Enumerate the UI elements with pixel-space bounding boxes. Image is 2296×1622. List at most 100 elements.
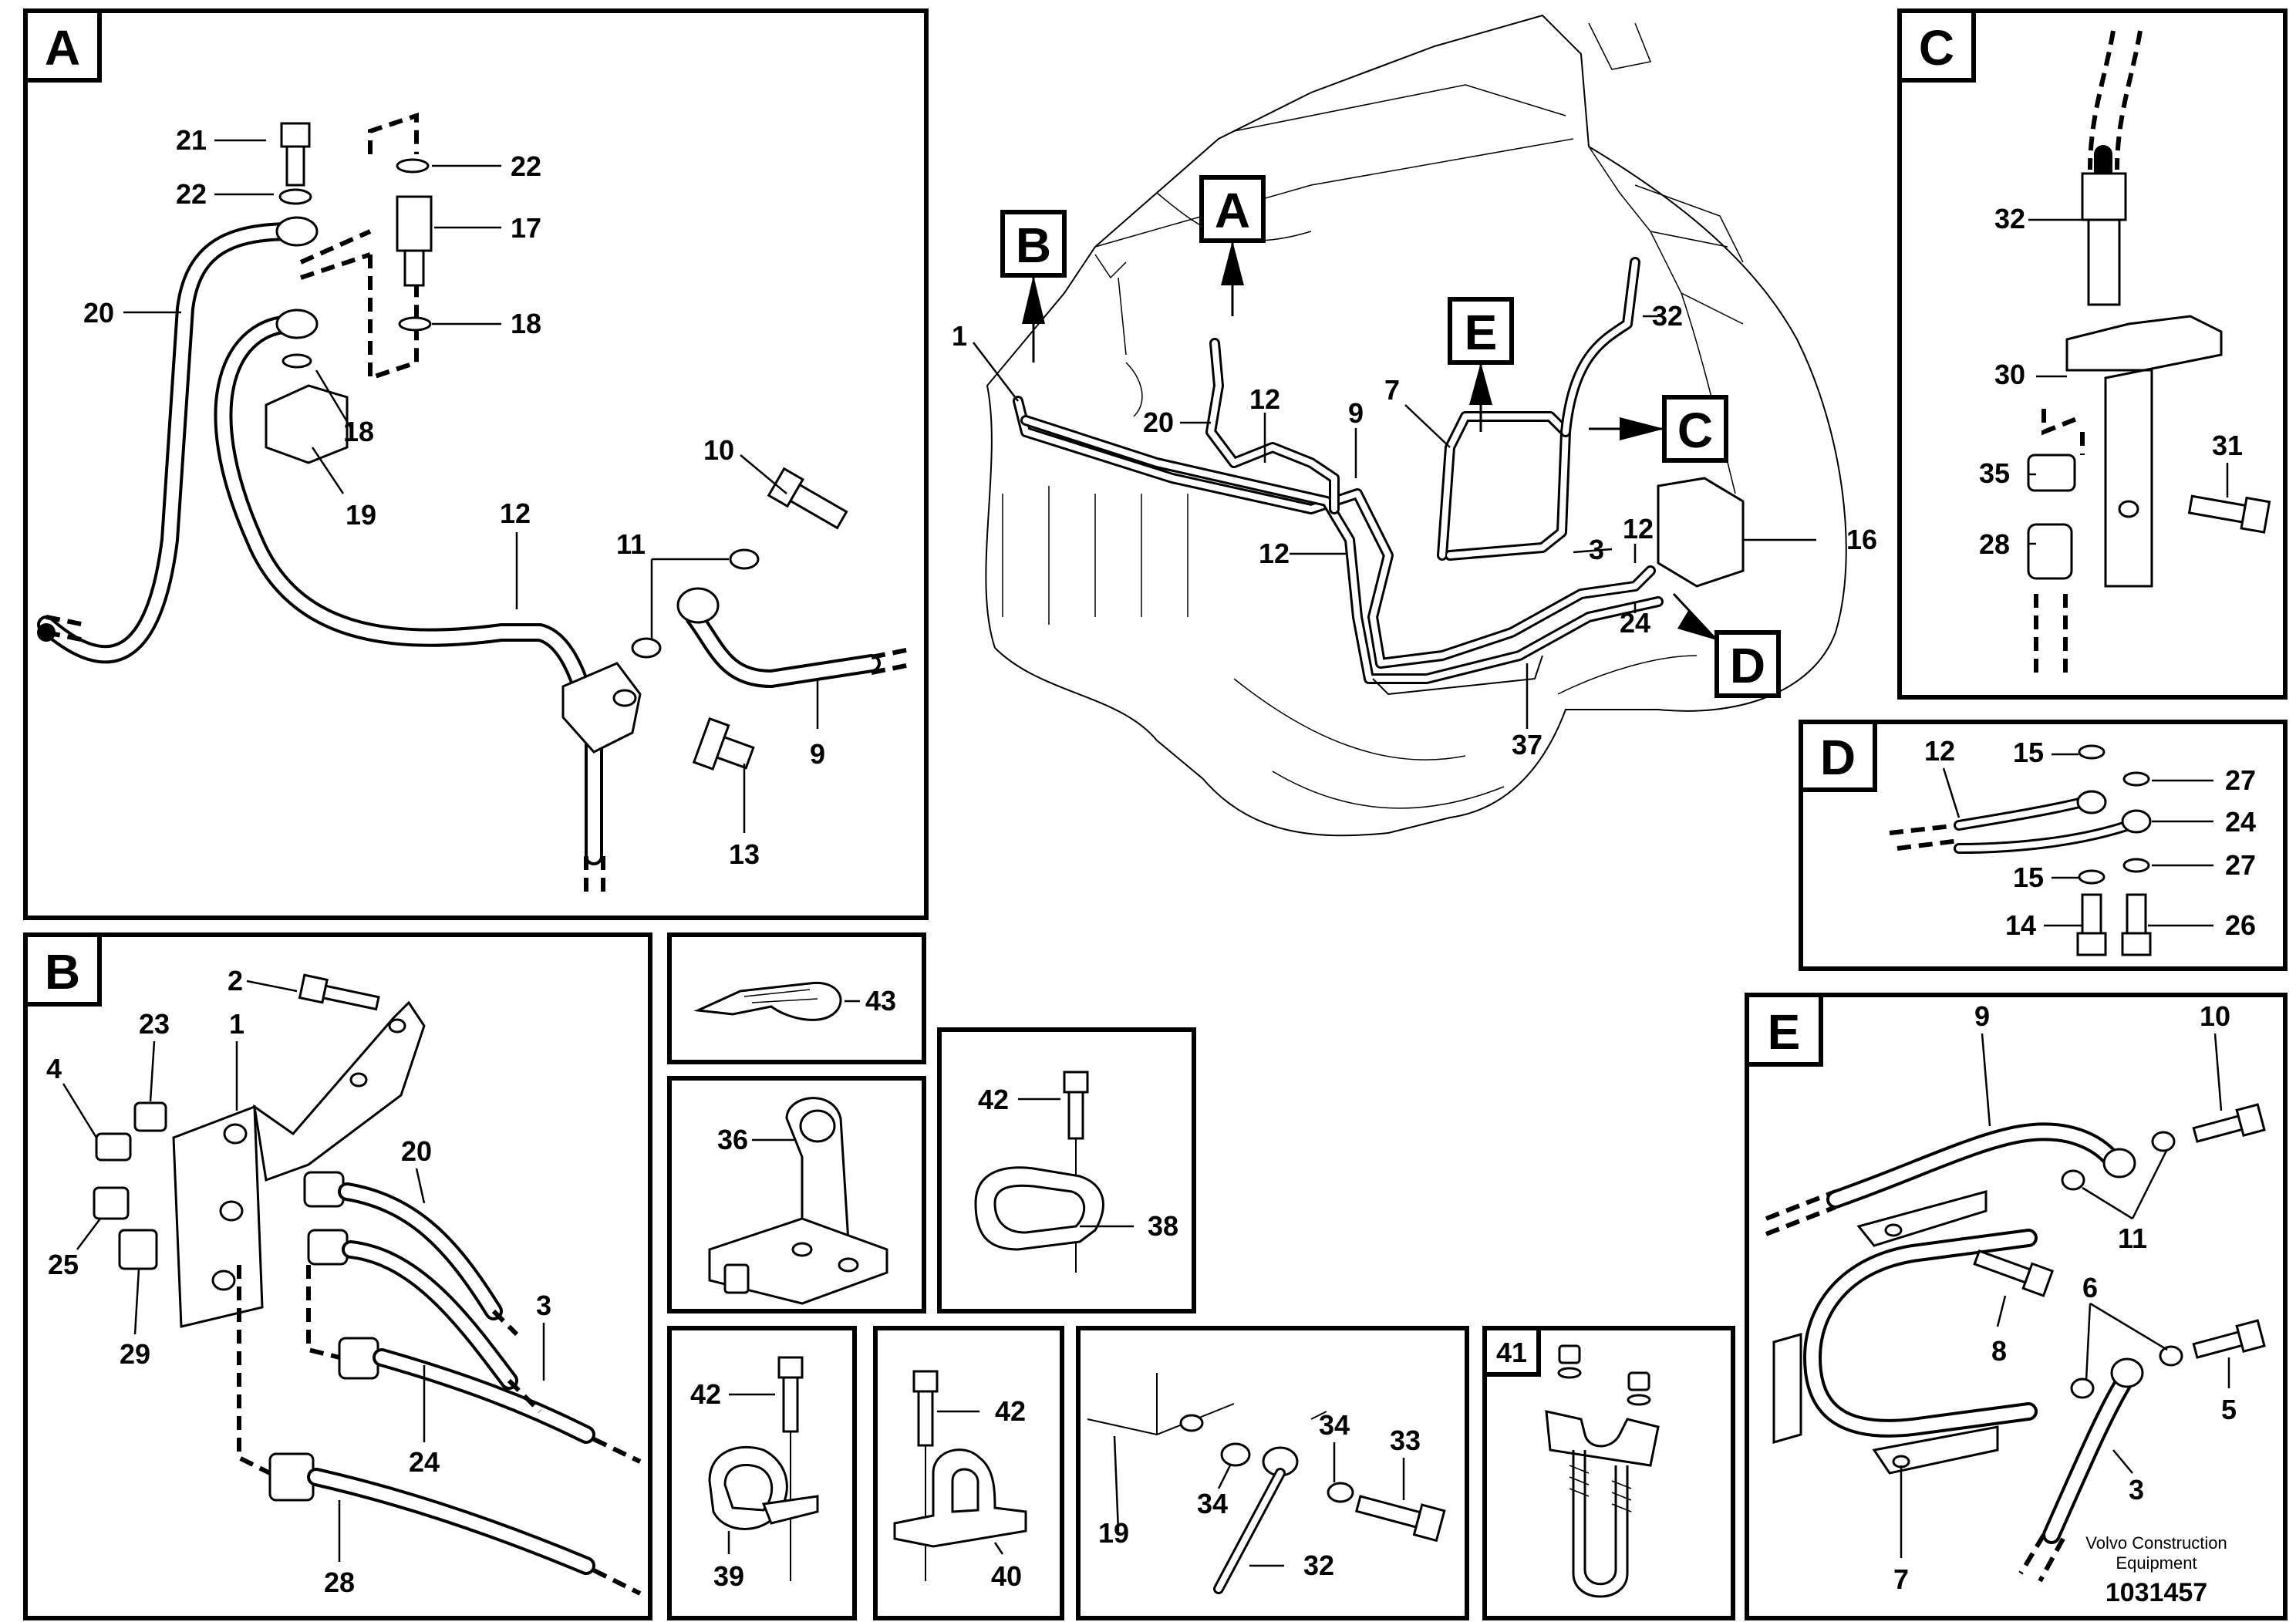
label-a-21: 21 (176, 124, 207, 156)
panel-e: E (1745, 993, 2288, 1620)
spacer-17 (396, 195, 433, 252)
panel-b-letter: B (45, 944, 80, 1000)
panel-41: 41 (1482, 1326, 1735, 1620)
label-main-32: 32 (1652, 300, 1683, 332)
label-40-42: 42 (995, 1395, 1026, 1427)
label-b-23: 23 (139, 1008, 170, 1040)
panel-c-letter: C (1919, 20, 1954, 76)
label-e-9: 9 (1974, 1000, 1990, 1032)
washer-18b (282, 353, 312, 369)
p32-washer-34b (1327, 1482, 1354, 1503)
label-main-12: 12 (1249, 383, 1280, 415)
e-bolt-5 (2192, 1319, 2266, 1359)
label-32-32: 32 (1303, 1549, 1334, 1581)
label-c-28: 28 (1979, 528, 2010, 560)
label-main-1: 1 (952, 320, 967, 352)
label-39: 39 (713, 1560, 744, 1592)
b-fitting-20b (307, 1229, 349, 1266)
label-main-3: 3 (1589, 534, 1604, 565)
panel-e-tag (1745, 993, 1823, 1067)
callout-b: B (1016, 218, 1051, 273)
label-a-10: 10 (703, 434, 734, 466)
panel-39: 42 39 (667, 1326, 857, 1620)
e-bracket-side (1772, 1333, 1802, 1444)
e-banjo-3 (2110, 1357, 2144, 1388)
pipe-20-inner (40, 225, 299, 661)
label-c-35: 35 (1979, 457, 2010, 489)
label-d-26: 26 (2225, 909, 2256, 941)
panel-c-tag (1897, 8, 1976, 83)
main-pipe-e-outer (1437, 411, 1571, 561)
d-washer-15b (2078, 869, 2106, 885)
callout-c-box (1662, 395, 1728, 463)
d-banjo-1 (2076, 790, 2107, 814)
label-a-20: 20 (83, 297, 114, 329)
label-a-11: 11 (616, 528, 646, 560)
label-32-34b: 34 (1197, 1488, 1228, 1519)
label-main-12c: 12 (1623, 513, 1654, 545)
label-main-9: 9 (1348, 397, 1364, 429)
e-bolt-8 (1973, 1249, 2055, 1297)
brand-credit-line1: Volvo Construction (2085, 1533, 2227, 1553)
b-nut-29 (118, 1229, 158, 1270)
bolt-21-head (280, 122, 311, 148)
label-32-34: 34 (1319, 1409, 1350, 1441)
c-pipe-bottom-dash (2034, 594, 2068, 679)
b-dash-links (237, 1265, 340, 1475)
label-e-3: 3 (2129, 1474, 2144, 1506)
label-main-20: 20 (1143, 406, 1174, 438)
callout-c: C (1677, 403, 1713, 458)
pipe-9-inner (688, 611, 878, 685)
d-banjo-2 (2121, 809, 2152, 834)
engine-outline (985, 14, 1847, 837)
washer-11a (729, 548, 760, 570)
pipe-12-inner (217, 318, 600, 747)
panel-b-tag (23, 932, 102, 1007)
document-number: 1031457 (2106, 1578, 2207, 1607)
label-38-42: 42 (978, 1084, 1009, 1115)
label-main-7: 7 (1384, 374, 1400, 406)
main-pipe-32-inner (1563, 259, 1638, 435)
label-a-13: 13 (729, 838, 760, 870)
b-nut-25 (93, 1186, 130, 1220)
label-e-7: 7 (1893, 1563, 1909, 1595)
main-pipe-e-inner (1439, 413, 1569, 558)
p32-washer-34a (1220, 1442, 1251, 1467)
panel-a-tag (23, 8, 102, 83)
e-bolt-10 (2192, 1103, 2266, 1143)
pipe-20-dash-2 (46, 630, 86, 642)
label-32-33: 33 (1390, 1425, 1421, 1456)
d-pipe-12-i (1956, 799, 2085, 828)
label-c-32: 32 (1994, 203, 2025, 234)
label-d-15: 15 (2013, 737, 2044, 768)
b-nut-4 (95, 1132, 132, 1162)
label-d-15b: 15 (2013, 862, 2044, 893)
label-a-18: 18 (511, 308, 541, 339)
pipe-9-dash-1 (871, 647, 911, 659)
engine-cylinders (1002, 486, 1188, 625)
callout-d: D (1730, 638, 1765, 693)
b-nut-23 (133, 1101, 167, 1132)
pipe-20-dash-1 (46, 615, 86, 627)
label-e-6: 6 (2082, 1272, 2098, 1303)
label-a-12: 12 (500, 497, 531, 529)
panel-d-letter: D (1820, 730, 1856, 785)
label-main-16: 16 (1846, 524, 1877, 555)
label-d-12: 12 (1924, 735, 1955, 767)
main-block-16 (1657, 477, 1745, 588)
label-b-25: 25 (48, 1249, 79, 1280)
engine-overview: B A E C D 1 20 12 9 7 (952, 14, 1877, 837)
label-d-27b: 27 (2225, 849, 2256, 881)
washer-22b (396, 158, 430, 174)
label-b-24: 24 (409, 1446, 440, 1478)
label-b-2: 2 (228, 965, 243, 996)
b-bracket-1-plate (172, 1104, 264, 1328)
d-pipe-24-i (1956, 822, 2132, 851)
b-fitting-28 (268, 1452, 315, 1502)
label-b-1: 1 (229, 1008, 244, 1040)
label-c-30: 30 (1994, 359, 2025, 390)
label-e-11: 11 (2118, 1222, 2147, 1254)
label-main-37: 37 (1512, 729, 1542, 760)
label-main-24: 24 (1620, 607, 1650, 639)
